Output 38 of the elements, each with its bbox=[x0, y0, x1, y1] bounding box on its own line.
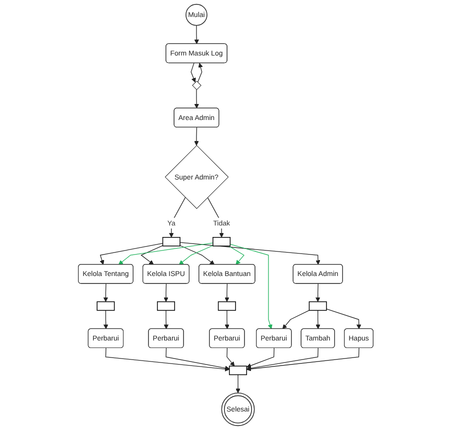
arrow bbox=[224, 310, 230, 330]
arrow bbox=[194, 127, 199, 146]
arrow bbox=[282, 310, 310, 330]
arrow bbox=[105, 348, 230, 372]
arrow bbox=[103, 310, 108, 330]
node-bar bbox=[156, 301, 175, 311]
arrow bbox=[226, 348, 234, 366]
node-bar bbox=[96, 301, 114, 311]
arrow bbox=[194, 89, 199, 109]
arrow bbox=[246, 348, 274, 368]
arrow bbox=[235, 374, 240, 394]
arrow bbox=[163, 283, 168, 302]
arrow bbox=[315, 310, 320, 330]
arrow bbox=[246, 348, 360, 372]
arrow bbox=[165, 348, 230, 370]
node-bar bbox=[308, 301, 327, 311]
arrow bbox=[224, 283, 230, 302]
arrow bbox=[194, 25, 199, 44]
arrow bbox=[326, 308, 362, 330]
arrow bbox=[164, 310, 168, 330]
arrow bbox=[197, 62, 203, 83]
arrow bbox=[246, 348, 318, 371]
node-diamond bbox=[192, 80, 202, 90]
arrow bbox=[140, 245, 163, 265]
node-bar bbox=[228, 366, 247, 376]
node-bar bbox=[162, 236, 180, 246]
arrow bbox=[315, 283, 320, 302]
arrow bbox=[228, 246, 244, 265]
node-bar bbox=[212, 236, 230, 246]
arrow bbox=[179, 242, 320, 265]
node-bar bbox=[218, 301, 236, 311]
arrow bbox=[99, 243, 163, 265]
arrow bbox=[118, 242, 214, 265]
arrow bbox=[230, 244, 272, 330]
arrow bbox=[168, 197, 186, 238]
arrow bbox=[103, 283, 108, 302]
arrow bbox=[190, 62, 196, 83]
arrow bbox=[207, 197, 224, 238]
